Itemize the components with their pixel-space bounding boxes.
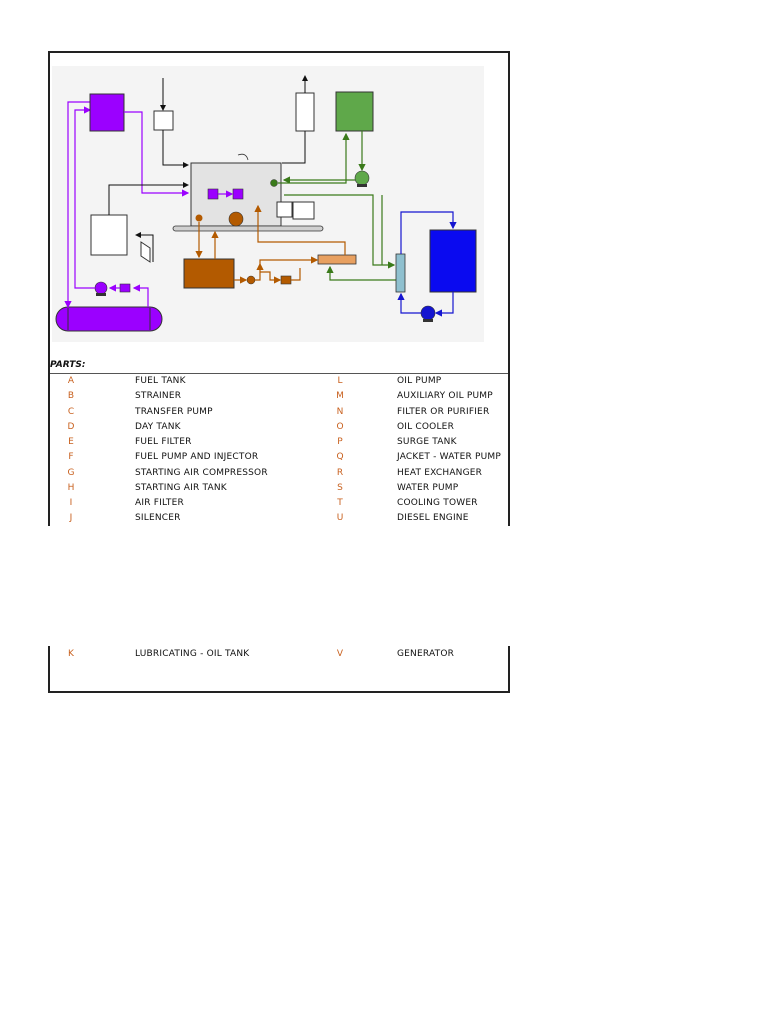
parts-row: D DAY TANK O OIL COOLER: [0, 422, 768, 436]
part-name: STARTING AIR COMPRESSOR: [135, 468, 268, 478]
part-name: DAY TANK: [135, 422, 181, 432]
parts-heading: PARTS:: [50, 360, 86, 370]
heat-exchanger: [395, 253, 406, 293]
part-name: WATER PUMP: [397, 483, 459, 493]
cooled-oil-line: [254, 204, 346, 255]
parts-row: A FUEL TANK L OIL PUMP: [0, 376, 768, 390]
part-name: GENERATOR: [397, 649, 455, 659]
starting-air-compressor: [140, 241, 151, 263]
fuel-pump-and-injector: [232, 188, 244, 200]
parts-row: F FUEL PUMP AND INJECTOR Q JACKET - WATE…: [0, 452, 768, 466]
air-intake-line: [162, 130, 189, 168]
generator: [276, 201, 315, 220]
parts-row: I AIR FILTER T COOLING TOWER: [0, 498, 768, 512]
part-name: STRAINER: [135, 391, 182, 401]
parts-divider: [50, 373, 508, 374]
parts-row: J SILENCER U DIESEL ENGINE: [0, 513, 768, 527]
part-letter: D: [67, 422, 75, 432]
oil-cooler: [317, 254, 357, 265]
jacket-water-pump: [354, 170, 370, 187]
transfer-pump: [94, 281, 108, 296]
parts-row: H STARTING AIR TANK S WATER PUMP: [0, 483, 768, 497]
diagram-frame-top: [48, 51, 510, 526]
part-letter: N: [336, 407, 344, 417]
part-name: TRANSFER PUMP: [135, 407, 213, 417]
part-letter: J: [69, 513, 73, 523]
part-letter: E: [68, 437, 74, 447]
part-letter: G: [67, 468, 75, 478]
part-name: FUEL PUMP AND INJECTOR: [135, 452, 259, 462]
diagram-frame-bottom: [48, 646, 510, 693]
oil-pump: [246, 275, 256, 285]
part-name: OIL COOLER: [397, 422, 455, 432]
cooling-water-to-tower: [400, 211, 457, 254]
part-name: LUBRICATING - OIL TANK: [135, 649, 250, 659]
part-letter: K: [68, 649, 74, 659]
part-name: SURGE TANK: [397, 437, 457, 447]
part-letter: V: [336, 649, 344, 659]
part-letter: M: [336, 391, 344, 401]
part-name: DIESEL ENGINE: [397, 513, 469, 523]
part-letter: Q: [336, 452, 344, 462]
part-name: FUEL FILTER: [135, 437, 192, 447]
diesel-plant-schematic: [52, 66, 484, 342]
strainer: [119, 283, 131, 293]
parts-row: K LUBRICATING - OIL TANK V GENERATOR: [0, 649, 768, 663]
oil-sump-outlet: [195, 214, 203, 222]
part-letter: T: [337, 498, 343, 508]
filter-or-purifier: [280, 275, 292, 285]
part-name: AIR FILTER: [135, 498, 184, 508]
part-letter: O: [336, 422, 344, 432]
part-letter: B: [67, 391, 75, 401]
part-letter: I: [69, 498, 73, 508]
fuel-tank: [55, 306, 163, 332]
starting-air-line: [108, 182, 189, 215]
silencer: [295, 92, 315, 132]
cooling-tower: [429, 229, 477, 293]
part-letter: A: [67, 376, 75, 386]
fuel-return-line: [64, 101, 90, 309]
day-tank: [89, 93, 125, 132]
fuel-supply-line: [132, 284, 149, 307]
parts-row: G STARTING AIR COMPRESSOR R HEAT EXCHANG…: [0, 468, 768, 482]
part-name: HEAT EXCHANGER: [397, 468, 483, 478]
part-letter: C: [67, 407, 75, 417]
part-letter: H: [67, 483, 75, 493]
fuel-line-to-day-tank: [74, 106, 95, 289]
part-name: AUXILIARY OIL PUMP: [397, 391, 493, 401]
part-name: STARTING AIR TANK: [135, 483, 227, 493]
surge-tank: [335, 91, 374, 132]
part-letter: S: [337, 483, 343, 493]
auxiliary-oil-pump: [228, 211, 244, 227]
part-letter: P: [337, 437, 343, 447]
jacket-water-outlet: [270, 179, 278, 187]
part-letter: F: [68, 452, 74, 462]
part-letter: L: [337, 376, 343, 386]
parts-row: C TRANSFER PUMP N FILTER OR PURIFIER: [0, 407, 768, 421]
part-name: JACKET - WATER PUMP: [397, 452, 502, 462]
parts-row: B STRAINER M AUXILIARY OIL PUMP: [0, 391, 768, 405]
air-filter: [153, 110, 174, 131]
fuel-line-to-engine: [124, 111, 190, 197]
parts-row: E FUEL FILTER P SURGE TANK: [0, 437, 768, 451]
part-name: OIL PUMP: [397, 376, 442, 386]
part-letter: R: [336, 468, 344, 478]
part-name: FUEL TANK: [135, 376, 186, 386]
fuel-filter: [207, 188, 219, 200]
jacket-water-to-surge-tank: [278, 132, 350, 184]
part-name: SILENCER: [135, 513, 181, 523]
part-name: FILTER OR PURIFIER: [397, 407, 490, 417]
engine-base-plate: [172, 225, 324, 232]
part-name: COOLING TOWER: [397, 498, 478, 508]
part-letter: U: [336, 513, 344, 523]
water-pump: [420, 305, 436, 322]
lubricating-oil-tank: [183, 258, 235, 289]
starting-air-tank: [90, 214, 128, 256]
